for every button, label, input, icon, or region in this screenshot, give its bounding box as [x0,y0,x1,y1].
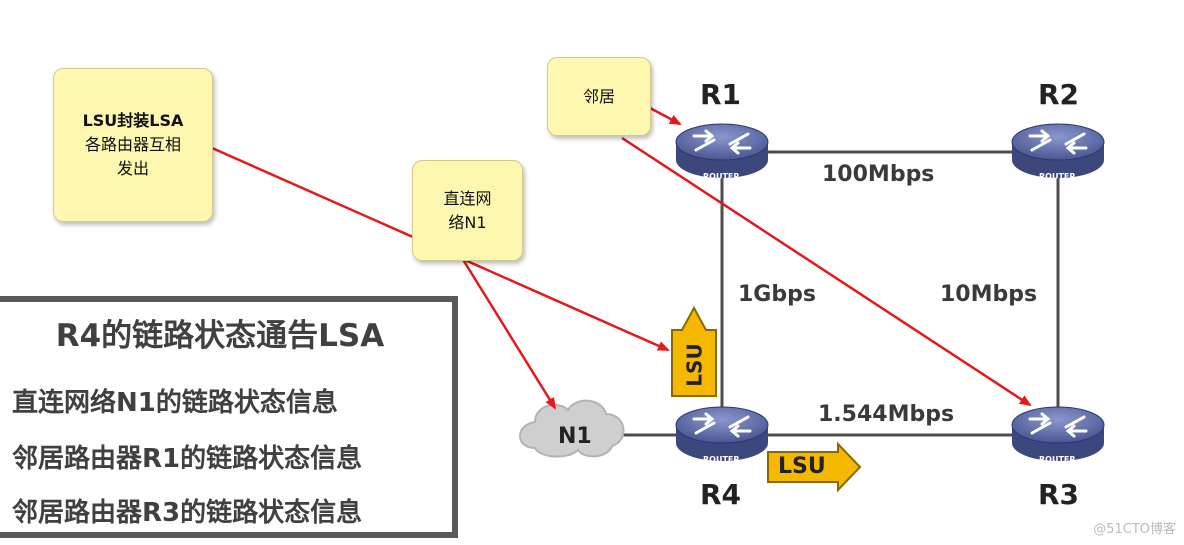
router-r2-label: R2 [1038,78,1080,111]
router-r4-sublabel: ROUTER [703,455,740,464]
router-r1-label: R1 [700,78,742,111]
lsa-info-line-3: 邻居路由器R3的链路状态信息 [12,498,363,528]
router-r4-icon [674,405,770,463]
lsa-info-line-1: 直连网络N1的链路状态信息 [12,388,338,418]
note-neighbor-text: 邻居 [582,86,615,106]
note-direct-line-2: 络N1 [448,212,487,232]
lsu-tag-horizontal: LSU [778,454,826,479]
link-label-r1-r4: 1Gbps [738,282,816,307]
router-r2-icon [1010,122,1106,180]
router-r3-icon [1010,405,1106,463]
note-lsu: LSU封装LSA 各路由器互相 发出 [53,68,213,222]
network-n1-label: N1 [558,424,592,449]
arrow-neighbor-to-r1 [649,106,682,126]
arrow-neighbor-to-r3 [621,136,1032,407]
router-r3-sublabel: ROUTER [1039,455,1076,464]
network-cloud-n1 [519,399,625,458]
lsu-up-arrow [671,305,717,397]
lsa-info-title: R4的链路状态通告LSA [55,318,385,354]
note-direct: 直连网 络N1 [412,160,523,261]
note-lsu-line-1: LSU封装LSA [82,111,184,130]
note-lsu-line-2: 各路由器互相 [84,135,181,154]
note-lsu-line-3: 发出 [116,159,149,178]
note-neighbor: 邻居 [547,57,651,136]
link-label-r2-r3: 10Mbps [940,282,1038,307]
router-r4-label: R4 [700,478,742,511]
router-r2-sublabel: ROUTER [1039,172,1076,181]
link-label-r4-r3: 1.544Mbps [818,402,955,427]
lsu-tag-vertical: LSU [683,343,708,387]
router-r1-icon [674,122,770,180]
router-r3-label: R3 [1038,478,1080,511]
router-r1-sublabel: ROUTER [703,172,740,181]
note-direct-line-1: 直连网 [443,188,492,208]
link-label-r1-r2: 100Mbps [822,162,935,187]
watermark: @51CTO博客 [1093,522,1176,537]
lsa-info-box: R4的链路状态通告LSA 直连网络N1的链路状态信息 邻居路由器R1的链路状态信… [0,296,458,538]
lsa-info-line-2: 邻居路由器R1的链路状态信息 [12,444,363,474]
lsu-right-arrow [767,441,862,493]
links [610,150,1060,437]
arrow-direct-to-n1 [460,257,557,410]
